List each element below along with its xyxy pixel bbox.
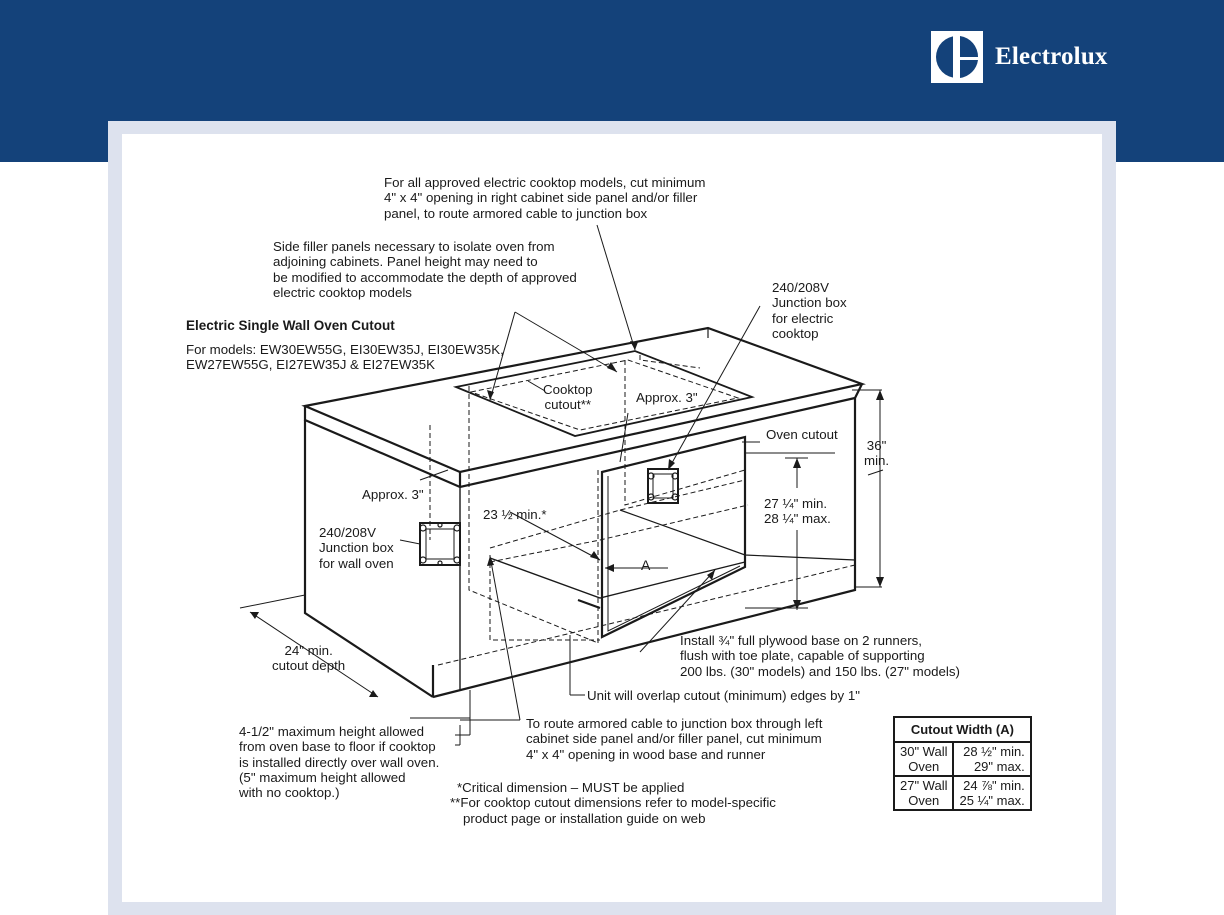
max-height-line: from oven base to floor if cooktop <box>239 739 436 755</box>
electrolux-logo-icon <box>931 31 983 83</box>
height-36-label: 36" min. <box>864 438 889 469</box>
approx-left-label: Approx. 3" <box>362 487 424 502</box>
filler-note: Side filler panels necessary to isolate … <box>273 239 577 300</box>
height-27-label: 27 ¼" min. 28 ¼" max. <box>764 496 831 527</box>
depth-24-label: 24" min. cutout depth <box>272 643 345 674</box>
cooktop-cutout-line: cutout** <box>544 397 592 413</box>
footnote-line: *Critical dimension – MUST be applied <box>457 780 685 795</box>
models-line: For models: EW30EW55G, EI30EW35J, EI30EW… <box>186 342 504 357</box>
table-cell-label: 27" Wall Oven <box>892 775 955 811</box>
footnotes: *Critical dimension – MUST be applied **… <box>450 780 776 826</box>
depth-24-line: cutout depth <box>272 658 346 674</box>
max-height-note: 4-1/2" maximum height allowed from oven … <box>239 724 439 800</box>
left-cable-line: To route armored cable to junction box t… <box>526 716 823 731</box>
height-27-line: 28 ¼" max. <box>764 511 831 527</box>
row-label-line: Oven <box>908 793 940 808</box>
table-cell-value: 24 ⅞" min. 25 ¼" max. <box>952 775 1032 811</box>
approx-top-label: Approx. 3" <box>636 390 698 405</box>
max-height-line: is installed directly over wall oven. <box>239 754 440 770</box>
footnote-line: **For cooktop cutout dimensions refer to… <box>450 795 776 811</box>
electrolux-logo: Electrolux <box>931 31 1108 83</box>
overlap-note: Unit will overlap cutout (minimum) edges… <box>587 688 860 703</box>
diagram-title: Electric Single Wall Oven Cutout <box>186 318 395 333</box>
plywood-note-line: 200 lbs. (30" models) and 150 lbs. (27" … <box>680 663 960 679</box>
junction-oven-line: Junction box <box>319 540 394 556</box>
cabinet-left-side <box>303 420 434 698</box>
left-cable-line: 4" x 4" opening in wood base and runner <box>526 746 766 762</box>
junction-box-cooktop-icon <box>647 468 679 504</box>
max-height-line: with no cooktop.) <box>239 785 340 801</box>
junction-cooktop-line: 240/208V <box>772 280 829 295</box>
row-label-line: 30" Wall <box>900 744 948 759</box>
footnote-line: product page or installation guide on we… <box>463 810 706 826</box>
cooktop-cutout-label: Cooktop cutout** <box>543 382 593 413</box>
junction-cooktop-line: cooktop <box>772 325 819 341</box>
max-height-line: (5" maximum height allowed <box>239 769 406 785</box>
table-row: 30" Wall Oven 28 ½" min. 29" max. <box>892 741 1032 777</box>
filler-note-line: electric cooktop models <box>273 284 412 300</box>
row-label-line: 27" Wall <box>900 778 948 793</box>
height-27-line: 27 ¼" min. <box>764 496 828 511</box>
table-row: 27" Wall Oven 24 ⅞" min. 25 ¼" max. <box>892 775 1032 811</box>
row-value-line: 28 ½" min. <box>963 744 1025 759</box>
top-note: For all approved electric cooktop models… <box>384 175 705 221</box>
top-note-line: For all approved electric cooktop models… <box>384 175 706 190</box>
table-cell-label: 30" Wall Oven <box>892 741 955 777</box>
height-36-line: 36" <box>866 438 887 453</box>
junction-oven-label: 240/208V Junction box for wall oven <box>319 525 394 571</box>
cooktop-cutout <box>452 350 756 437</box>
junction-oven-line: for wall oven <box>319 555 394 571</box>
junction-box-oven-icon <box>419 522 461 566</box>
top-note-line: panel, to route armored cable to junctio… <box>384 205 648 221</box>
row-value-line: 25 ¼" max. <box>959 793 1025 808</box>
models-list: For models: EW30EW55G, EI30EW35J, EI30EW… <box>186 342 504 373</box>
plywood-note-line: flush with toe plate, capable of support… <box>680 648 925 664</box>
junction-cooktop-line: Junction box <box>772 295 847 311</box>
plywood-note-line: Install ¾" full plywood base on 2 runner… <box>680 633 922 648</box>
table-cell-value: 28 ½" min. 29" max. <box>952 741 1032 777</box>
cooktop-cutout-line: Cooktop <box>543 382 593 397</box>
depth-24-line: 24" min. <box>284 643 333 658</box>
top-note-line: 4" x 4" opening in right cabinet side pa… <box>384 190 698 206</box>
oven-cutout-opening <box>600 435 747 639</box>
cabinet-front-bottom <box>432 398 857 699</box>
filler-note-line: adjoining cabinets. Panel height may nee… <box>273 254 538 270</box>
depth-23-label: 23 ½ min.* <box>483 507 547 522</box>
filler-note-line: Side filler panels necessary to isolate … <box>273 239 555 254</box>
row-value-line: 24 ⅞" min. <box>963 778 1025 793</box>
junction-oven-line: 240/208V <box>319 525 376 540</box>
cutout-width-table: Cutout Width (A) 30" Wall Oven 28 ½" min… <box>892 716 1032 811</box>
row-value-line: 29" max. <box>973 759 1025 774</box>
row-label-line: Oven <box>908 759 940 774</box>
plywood-base-runner <box>489 557 746 599</box>
junction-cooktop-label: 240/208V Junction box for electric cookt… <box>772 280 847 341</box>
height-36-line: min. <box>864 453 890 469</box>
left-cable-note: To route armored cable to junction box t… <box>526 716 822 762</box>
left-cable-line: cabinet side panel and/or filler panel, … <box>526 731 822 747</box>
models-line: EW27EW55G, EI27EW35J & EI27EW35K <box>186 357 436 373</box>
plywood-note: Install ¾" full plywood base on 2 runner… <box>680 633 960 679</box>
filler-note-line: be modified to accommodate the depth of … <box>273 269 577 285</box>
brand-name: Electrolux <box>995 43 1108 70</box>
table-header: Cutout Width (A) <box>893 716 1032 743</box>
width-a-label: A <box>641 557 651 573</box>
max-height-line: 4-1/2" maximum height allowed <box>239 724 425 739</box>
junction-cooktop-line: for electric <box>772 310 834 326</box>
oven-cutout-label: Oven cutout <box>766 427 838 442</box>
